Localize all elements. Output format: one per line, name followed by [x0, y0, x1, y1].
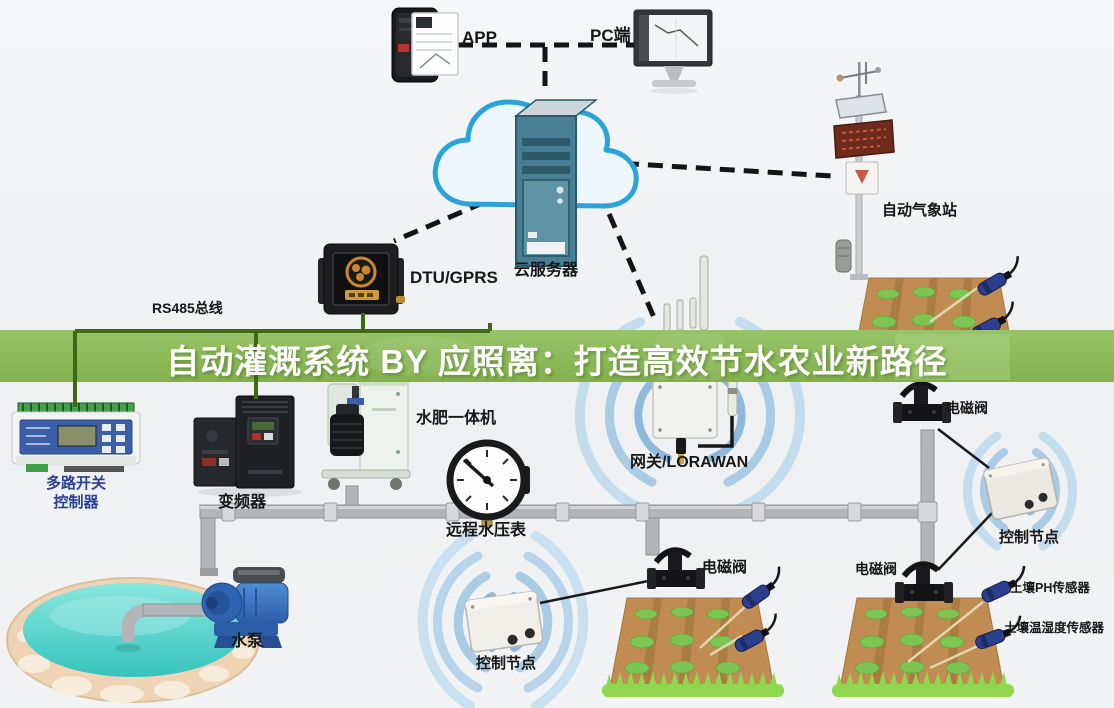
- valve-bottom-right-label: 电磁阀: [855, 561, 897, 577]
- frequency-converter: [193, 395, 302, 497]
- control-node-mid: [464, 590, 544, 653]
- dtu-gprs-module: [318, 243, 405, 315]
- cloud-server: [432, 99, 639, 267]
- banner-title: 自动灌溉系统 BY 应照离：打造高效节水农业新路径: [166, 343, 948, 380]
- soil-ph-sensor-label: 土壤PH传感器: [1010, 581, 1090, 595]
- control-node-right-label: 控制节点: [999, 529, 1060, 546]
- sensor-stick-lines: [699, 286, 984, 670]
- valve-top-right-label: 电磁阀: [946, 400, 988, 416]
- water-pump: [200, 567, 289, 648]
- solenoid-valve-mid: [647, 550, 705, 589]
- solenoid-valve-top-right: [893, 384, 951, 423]
- cloud-server-label: 云服务器: [514, 262, 579, 279]
- pressure-gauge: [446, 439, 530, 527]
- pc-monitor: [633, 9, 713, 94]
- valve-mid-label: 电磁阀: [702, 559, 748, 576]
- rs485-bus-label: RS485总线: [152, 300, 223, 316]
- gateway-label: 网关/LORAWAN: [630, 454, 749, 471]
- pc-label: PC端: [590, 26, 631, 45]
- control-node-right: [983, 457, 1059, 520]
- solenoid-valve-bottom-right: [895, 564, 953, 603]
- weather-station-label: 自动气象站: [882, 202, 958, 219]
- fertilizer-machine-label: 水肥一体机: [416, 410, 497, 427]
- rs485-bus-lines: [73, 313, 492, 407]
- pressure-gauge-label: 远程水压表: [446, 522, 527, 539]
- multi-switch-controller-label: 多路开关 控制器: [16, 474, 136, 512]
- soil-temp-humidity-sensor-label: 土壤温湿度传感器: [1004, 621, 1105, 635]
- dtu-label: DTU/GPRS: [410, 268, 498, 287]
- multi-switch-controller: [11, 402, 141, 472]
- weather-station: [833, 62, 895, 280]
- pipe-network: [115, 429, 938, 652]
- fertilizer-machine: [321, 375, 411, 490]
- title-banner: [0, 330, 1114, 382]
- lorawan-gateway: [652, 255, 738, 464]
- controller-label-line1: 多路开关: [45, 475, 106, 492]
- crop-field-middle: [601, 597, 785, 698]
- control-node-mid-label: 控制节点: [476, 655, 537, 672]
- app-label: APP: [462, 28, 497, 47]
- vfd-label: 变频器: [218, 494, 267, 511]
- water-pump-label: 水泵: [231, 633, 264, 650]
- smartphone-app: [391, 7, 459, 83]
- controller-label-line2: 控制器: [53, 494, 99, 511]
